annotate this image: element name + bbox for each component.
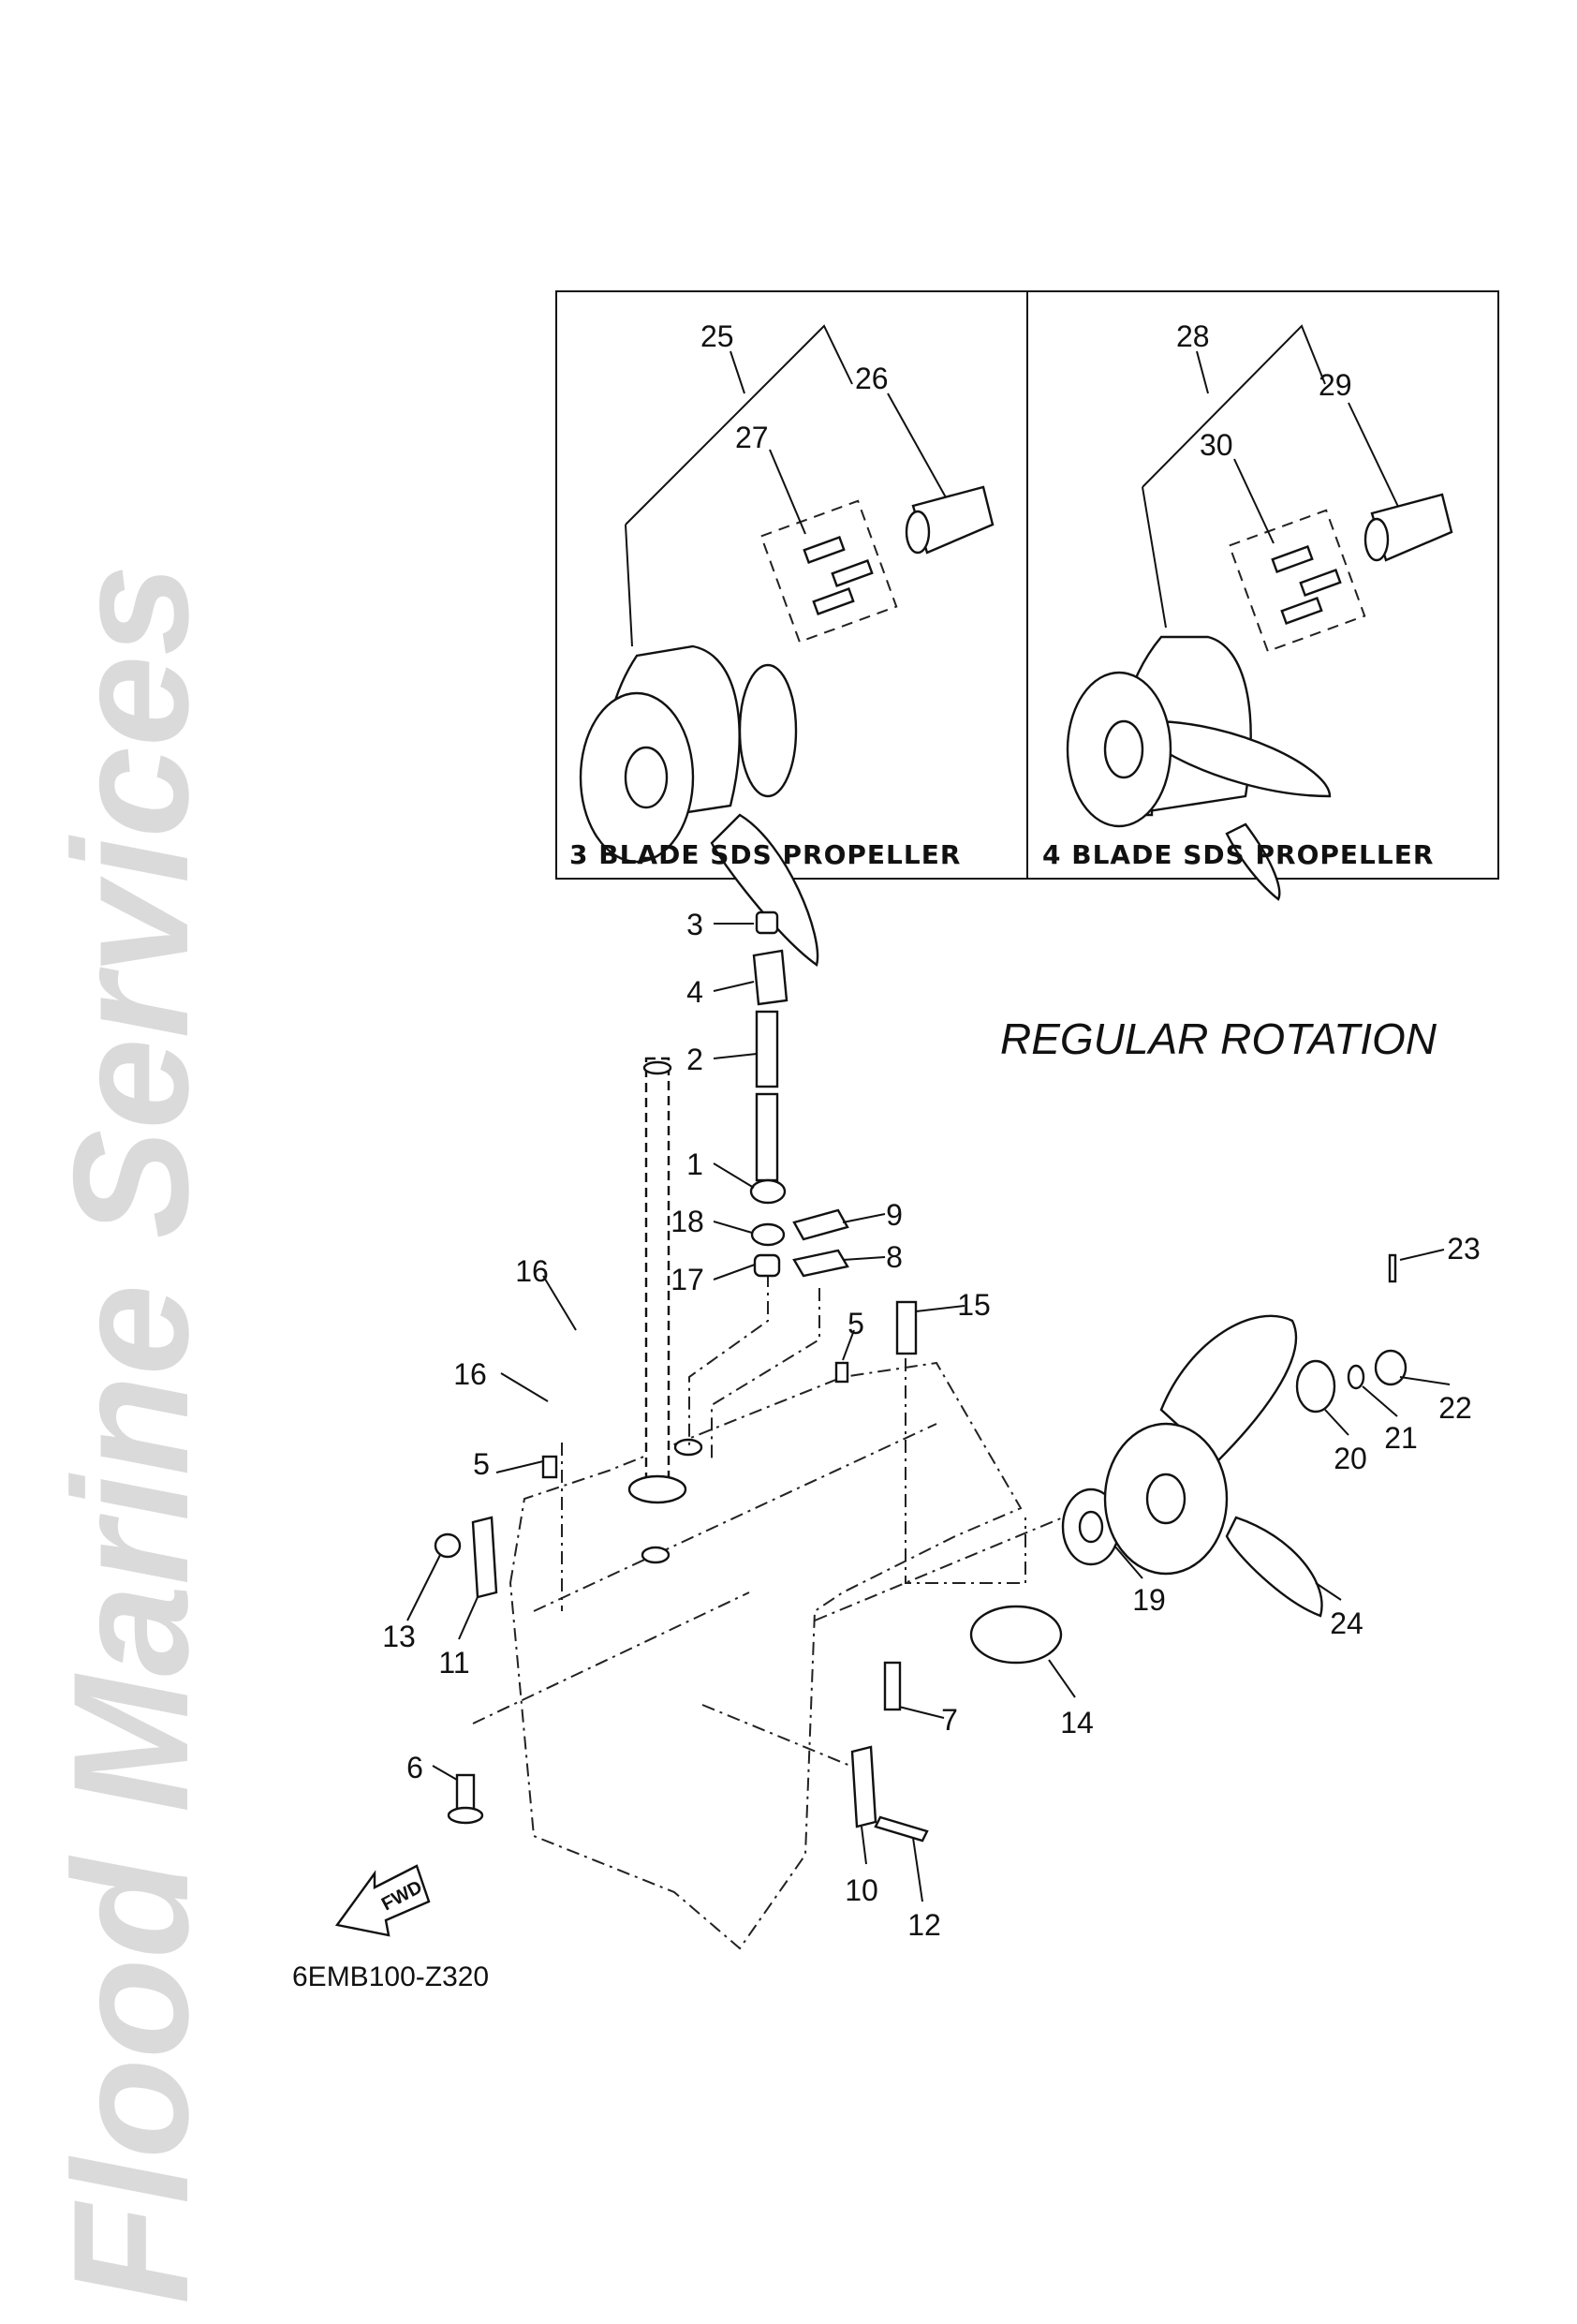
three-blade-propeller-drawing [579,324,995,967]
callout-29: 29 [1319,368,1352,402]
callout-26: 26 [855,362,889,395]
callout-10: 10 [845,1873,878,1907]
leader-lines [406,923,1451,1902]
callout-24: 24 [1330,1606,1363,1640]
callout-23: 23 [1447,1232,1481,1266]
callout-5: 5 [473,1447,490,1481]
three-blade-caption: 3 BLADE SDS PROPELLER [569,839,961,870]
callout-17: 17 [671,1263,704,1296]
callout-13: 13 [382,1620,416,1653]
diagram-code: 6EMB100-Z320 [292,1961,489,1992]
callout-8: 8 [886,1240,903,1274]
callout-20: 20 [1334,1442,1367,1475]
small-parts [434,910,1408,1843]
callout-9: 9 [886,1198,903,1232]
callout-18: 18 [671,1205,704,1238]
callout-16: 16 [453,1357,487,1391]
inset-box [555,290,1499,880]
callout-6: 6 [406,1751,423,1784]
lower-case-drawing [472,1057,1064,1950]
callout-30: 30 [1200,428,1233,462]
rotation-label: REGULAR ROTATION [1000,1014,1437,1063]
callout-2: 2 [686,1043,703,1076]
callout-16: 16 [515,1254,549,1288]
callout-11: 11 [438,1646,469,1680]
four-blade-caption: 4 BLADE SDS PROPELLER [1042,839,1434,870]
callout-28: 28 [1176,319,1210,353]
fwd-arrow-icon: FWD [334,1864,431,1937]
four-blade-propeller-drawing [1066,324,1453,901]
callout-5: 5 [847,1307,864,1340]
callout-7: 7 [941,1703,958,1737]
callout-14: 14 [1060,1706,1094,1739]
callout-15: 15 [957,1288,991,1322]
callout-21: 21 [1384,1421,1418,1455]
callout-25: 25 [700,319,734,353]
callout-19: 19 [1132,1583,1166,1617]
callout-3: 3 [686,908,703,941]
callout-12: 12 [907,1908,941,1942]
callout-27: 27 [735,421,769,454]
watermark: Flood Marine Services [40,564,223,2304]
callout-1: 1 [686,1147,703,1181]
callout-22: 22 [1438,1391,1472,1425]
callout-4: 4 [686,975,703,1009]
